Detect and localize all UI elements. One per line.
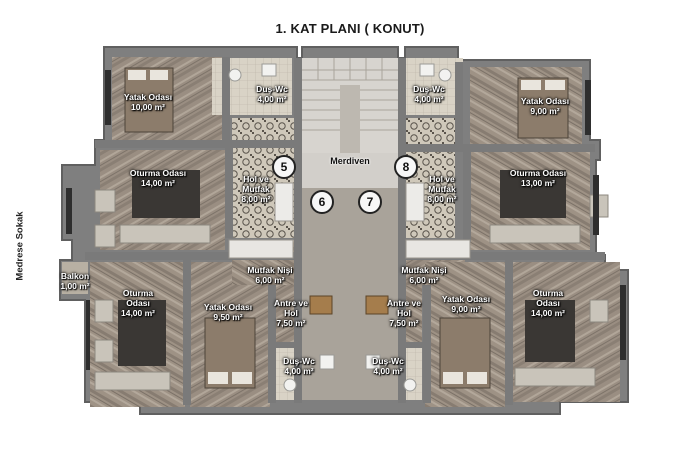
rug-living-bl	[118, 300, 166, 366]
sofa-br	[514, 367, 596, 387]
table-entry-r	[365, 295, 389, 315]
rug-living-r	[500, 170, 566, 218]
armchair-5	[94, 339, 114, 363]
room-area: 13,00 m²	[520, 178, 556, 188]
kitchen-counter-r	[405, 239, 471, 259]
room-area: 8,00 m²	[427, 194, 457, 204]
unit-number-5: 5	[272, 155, 296, 179]
fridge-l	[274, 182, 294, 222]
room-name: Yatak Odası	[203, 302, 253, 312]
room-area: 14,00 m²	[530, 308, 566, 318]
room-name: Duş-Wc	[372, 356, 404, 366]
room-area: 4,00 m²	[284, 366, 314, 376]
rug-living-br	[525, 300, 575, 362]
room-name: Duş-Wc	[413, 84, 445, 94]
room-name: Oturma Odası	[509, 168, 567, 178]
room-area: 9,00 m²	[530, 106, 560, 116]
room-area: 14,00 m²	[120, 308, 156, 318]
landing-floor	[300, 153, 400, 188]
staircase-steps	[302, 58, 398, 131]
plan-title: 1. KAT PLANI ( KONUT)	[275, 21, 425, 36]
room-name: Duş-Wc	[256, 84, 288, 94]
unit-number-6: 6	[310, 190, 334, 214]
armchair-4	[94, 299, 114, 323]
sofa-l	[119, 224, 211, 244]
room-name: Oturma Odası	[532, 288, 564, 308]
room-area: 9,50 m²	[213, 312, 243, 322]
room-name: Antre ve Hol	[386, 298, 421, 318]
room-name: Yatak Odası	[520, 96, 570, 106]
room-area: 7,50 m²	[276, 318, 306, 328]
stair-well	[340, 85, 360, 153]
fridge-r	[405, 182, 425, 222]
armchair-2	[94, 224, 116, 248]
room-name: Balkon	[60, 271, 90, 281]
armchair-1	[94, 189, 116, 213]
balcony-floor	[62, 262, 88, 294]
sofa-bl	[94, 371, 171, 391]
rug-living-l	[132, 170, 200, 218]
room-name: Yatak Odası	[123, 92, 173, 102]
staircase-label: Merdiven	[330, 156, 370, 166]
corridor-floor	[298, 188, 402, 400]
room-name: Hol ve Mutfak	[428, 174, 456, 194]
table-entry-l	[309, 295, 333, 315]
room-name: Oturma Odası	[129, 168, 187, 178]
room-name: Mutfak Nişi	[401, 265, 447, 275]
room-area: 7,50 m²	[389, 318, 419, 328]
sofa-r	[489, 224, 581, 244]
room-area: 14,00 m²	[140, 178, 176, 188]
room-name: Duş-Wc	[283, 356, 315, 366]
kitchen-counter-l	[228, 239, 294, 259]
room-area: 4,00 m²	[414, 94, 444, 104]
room-area: 6,00 m²	[255, 275, 285, 285]
street-label: Medrese Sokak	[14, 211, 26, 281]
room-name: Oturma Odası	[122, 288, 154, 308]
room-name: Yatak Odası	[441, 294, 491, 304]
room-area: 9,00 m²	[451, 304, 481, 314]
unit-number-8: 8	[394, 155, 418, 179]
room-area: 4,00 m²	[373, 366, 403, 376]
room-name: Hol ve Mutfak	[242, 174, 270, 194]
armchair-6	[589, 299, 609, 323]
unit-number-7: 7	[358, 190, 382, 214]
room-area: 1,00 m²	[60, 281, 90, 291]
room-area: 10,00 m²	[130, 102, 166, 112]
room-area: 6,00 m²	[409, 275, 439, 285]
room-area: 4,00 m²	[257, 94, 287, 104]
room-name: Antre ve Hol	[273, 298, 308, 318]
room-area: 8,00 m²	[241, 194, 271, 204]
room-name: Mutfak Nişi	[247, 265, 293, 275]
